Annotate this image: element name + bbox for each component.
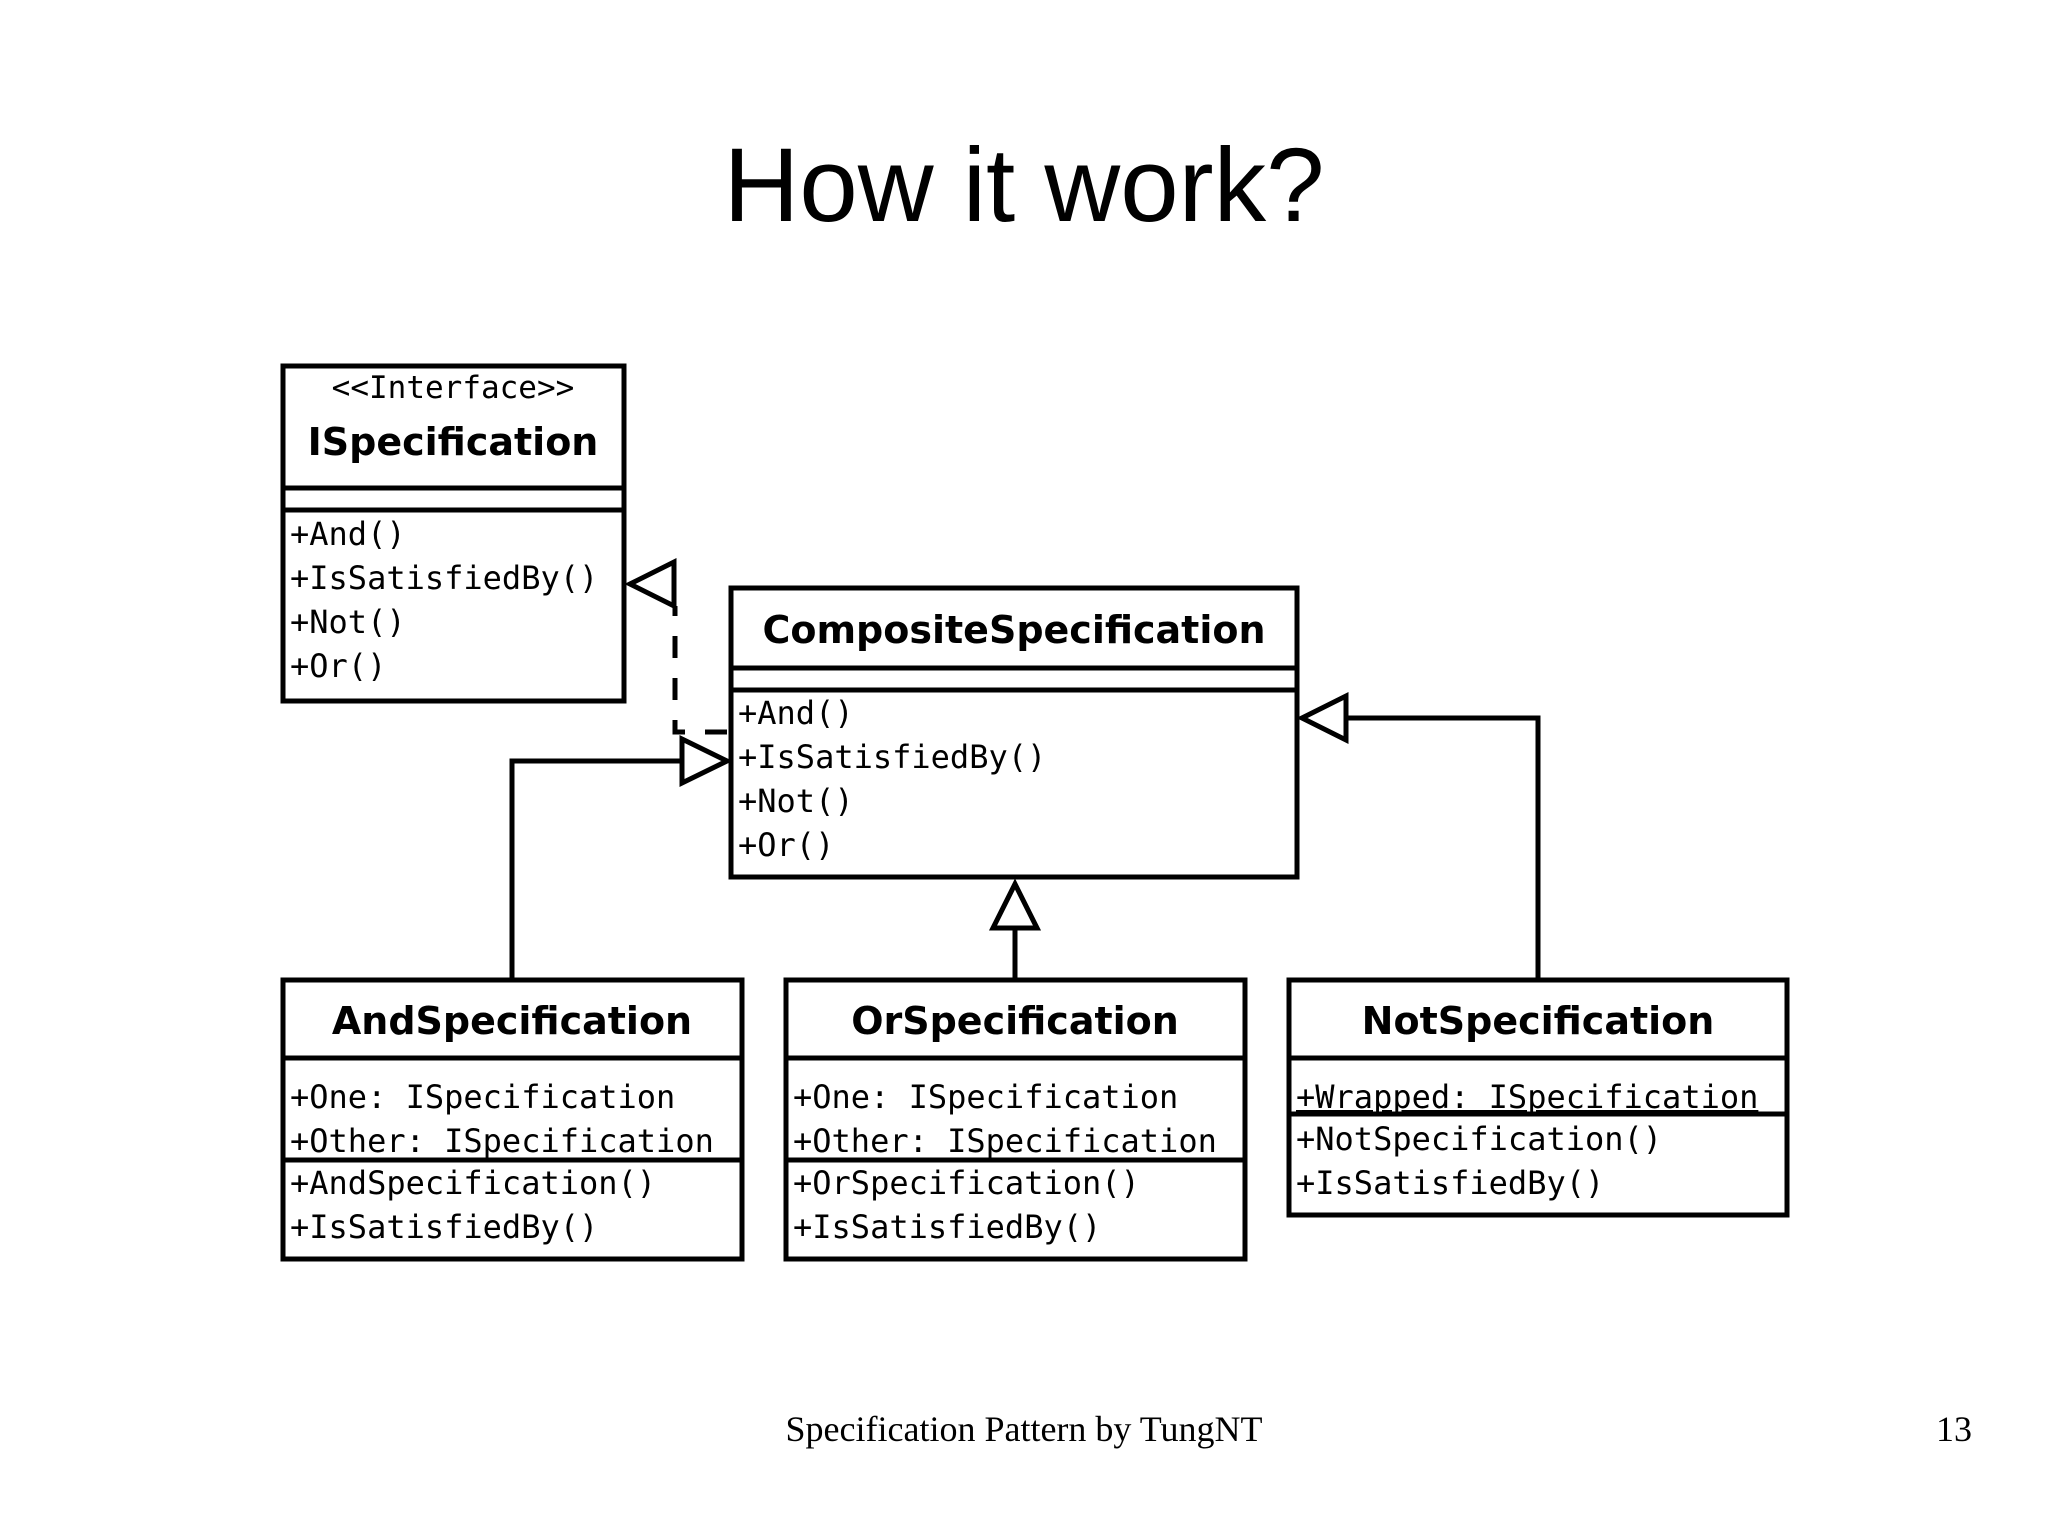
not-spec-attribute: +Wrapped: ISpecification bbox=[1296, 1078, 1758, 1116]
page-number: 13 bbox=[1936, 1409, 1972, 1449]
or-generalization-connector bbox=[988, 878, 1042, 980]
composite-method: +And() bbox=[738, 694, 854, 732]
not-spec-name: NotSpecification bbox=[1362, 999, 1715, 1043]
or-spec-method: +IsSatisfiedBy() bbox=[793, 1208, 1101, 1246]
ispecification-method: +And() bbox=[290, 515, 406, 553]
and-spec-method: +AndSpecification() bbox=[290, 1164, 656, 1202]
class-not-specification: NotSpecification +Wrapped: ISpecificatio… bbox=[1286, 977, 1790, 1218]
composite-method: +Not() bbox=[738, 782, 854, 820]
ispecification-method: +Or() bbox=[290, 647, 386, 685]
slide-title: How it work? bbox=[723, 127, 1325, 244]
or-spec-attribute: +One: ISpecification bbox=[793, 1078, 1178, 1116]
not-spec-method: +IsSatisfiedBy() bbox=[1296, 1164, 1604, 1202]
and-spec-name: AndSpecification bbox=[332, 999, 692, 1043]
class-composite-specification: CompositeSpecification +And() +IsSatisfi… bbox=[728, 585, 1300, 880]
not-spec-method: +NotSpecification() bbox=[1296, 1120, 1662, 1158]
composite-method: +Or() bbox=[738, 826, 834, 864]
or-spec-attribute: +Other: ISpecification bbox=[793, 1122, 1217, 1160]
and-generalization-connector bbox=[509, 734, 733, 980]
class-or-specification: OrSpecification +One: ISpecification +Ot… bbox=[783, 977, 1248, 1262]
class-and-specification: AndSpecification +One: ISpecification +O… bbox=[280, 977, 745, 1262]
or-spec-name: OrSpecification bbox=[851, 999, 1179, 1043]
realization-connector bbox=[624, 557, 727, 735]
slide-footer: Specification Pattern by TungNT bbox=[785, 1409, 1263, 1449]
ispecification-method: +Not() bbox=[290, 603, 406, 641]
class-ispecification: <<Interface>> ISpecification +And() +IsS… bbox=[280, 363, 627, 704]
ispecification-method: +IsSatisfiedBy() bbox=[290, 559, 598, 597]
and-spec-attribute: +Other: ISpecification bbox=[290, 1122, 714, 1160]
and-spec-attribute: +One: ISpecification bbox=[290, 1078, 675, 1116]
and-spec-method: +IsSatisfiedBy() bbox=[290, 1208, 598, 1246]
not-generalization-connector bbox=[1296, 691, 1541, 980]
ispecification-stereotype: <<Interface>> bbox=[332, 370, 575, 406]
or-spec-method: +OrSpecification() bbox=[793, 1164, 1140, 1202]
composite-name: CompositeSpecification bbox=[762, 608, 1265, 652]
composite-method: +IsSatisfiedBy() bbox=[738, 738, 1046, 776]
ispecification-name: ISpecification bbox=[308, 420, 599, 464]
